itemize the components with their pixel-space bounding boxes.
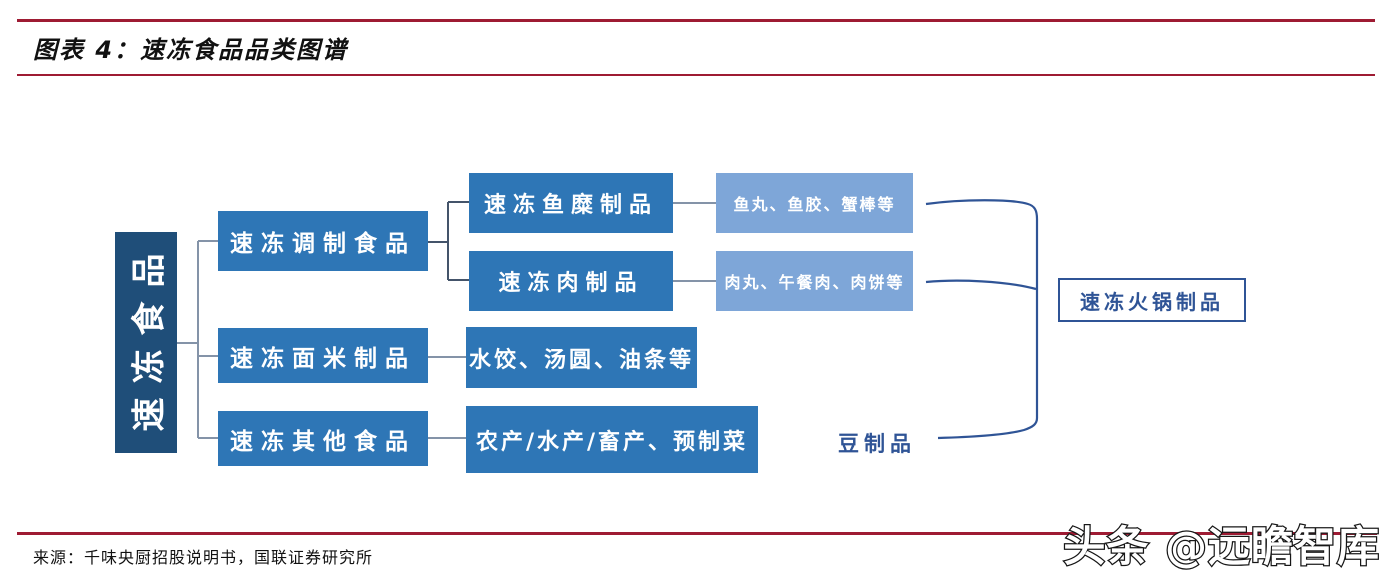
node-frozen-hotpot-products: 速冻火锅制品 [1058, 278, 1246, 322]
soy-products-label: 豆制品 [838, 432, 916, 456]
node-meat-examples: 肉丸、午餐肉、肉饼等 [716, 251, 913, 311]
node-frozen-surimi-products: 速冻鱼糜制品 [469, 173, 673, 233]
node-frozen-other-food: 速冻其他食品 [218, 411, 428, 466]
root-node-label: 速冻食品 [129, 239, 170, 432]
node-frozen-meat-products: 速冻肉制品 [469, 251, 673, 311]
category-label: 速冻调制食品 [230, 231, 416, 257]
category-label: 速冻面米制品 [230, 345, 416, 372]
node-frozen-food-root: 速冻食品 [115, 232, 177, 453]
title-divider-rule [17, 74, 1375, 76]
node-frozen-rice-flour-products: 速冻面米制品 [218, 328, 428, 383]
subcategory-connectors [428, 201, 469, 281]
example-label: 农产/水产/畜产、预制菜 [475, 429, 749, 455]
node-frozen-prepared-food: 速冻调制食品 [218, 211, 428, 271]
category-label: 速冻其他食品 [230, 428, 416, 455]
node-other-food-examples: 农产/水产/畜产、预制菜 [466, 406, 758, 473]
subcategory-label: 速冻鱼糜制品 [483, 193, 658, 218]
root-tree-connectors [177, 202, 716, 439]
hotpot-label: 速冻火锅制品 [1080, 289, 1224, 314]
subcategory-label: 速冻肉制品 [498, 271, 644, 296]
top-rule [17, 19, 1375, 22]
source-note: 来源：千味央厨招股说明书，国联证券研究所 [33, 548, 374, 567]
figure-title: 图表 4：速冻食品品类图谱 [33, 36, 349, 64]
hotpot-brace [925, 199, 1039, 440]
example-label: 水饺、汤圆、油条等 [468, 347, 694, 373]
bottom-rule [17, 532, 1377, 535]
example-label: 肉丸、午餐肉、肉饼等 [724, 273, 905, 292]
node-rice-flour-examples: 水饺、汤圆、油条等 [466, 327, 697, 388]
watermark-toutiao: 头条 @远瞻智库 [1062, 521, 1380, 573]
example-label: 鱼丸、鱼胶、蟹棒等 [733, 195, 896, 214]
node-surimi-examples: 鱼丸、鱼胶、蟹棒等 [716, 173, 913, 233]
